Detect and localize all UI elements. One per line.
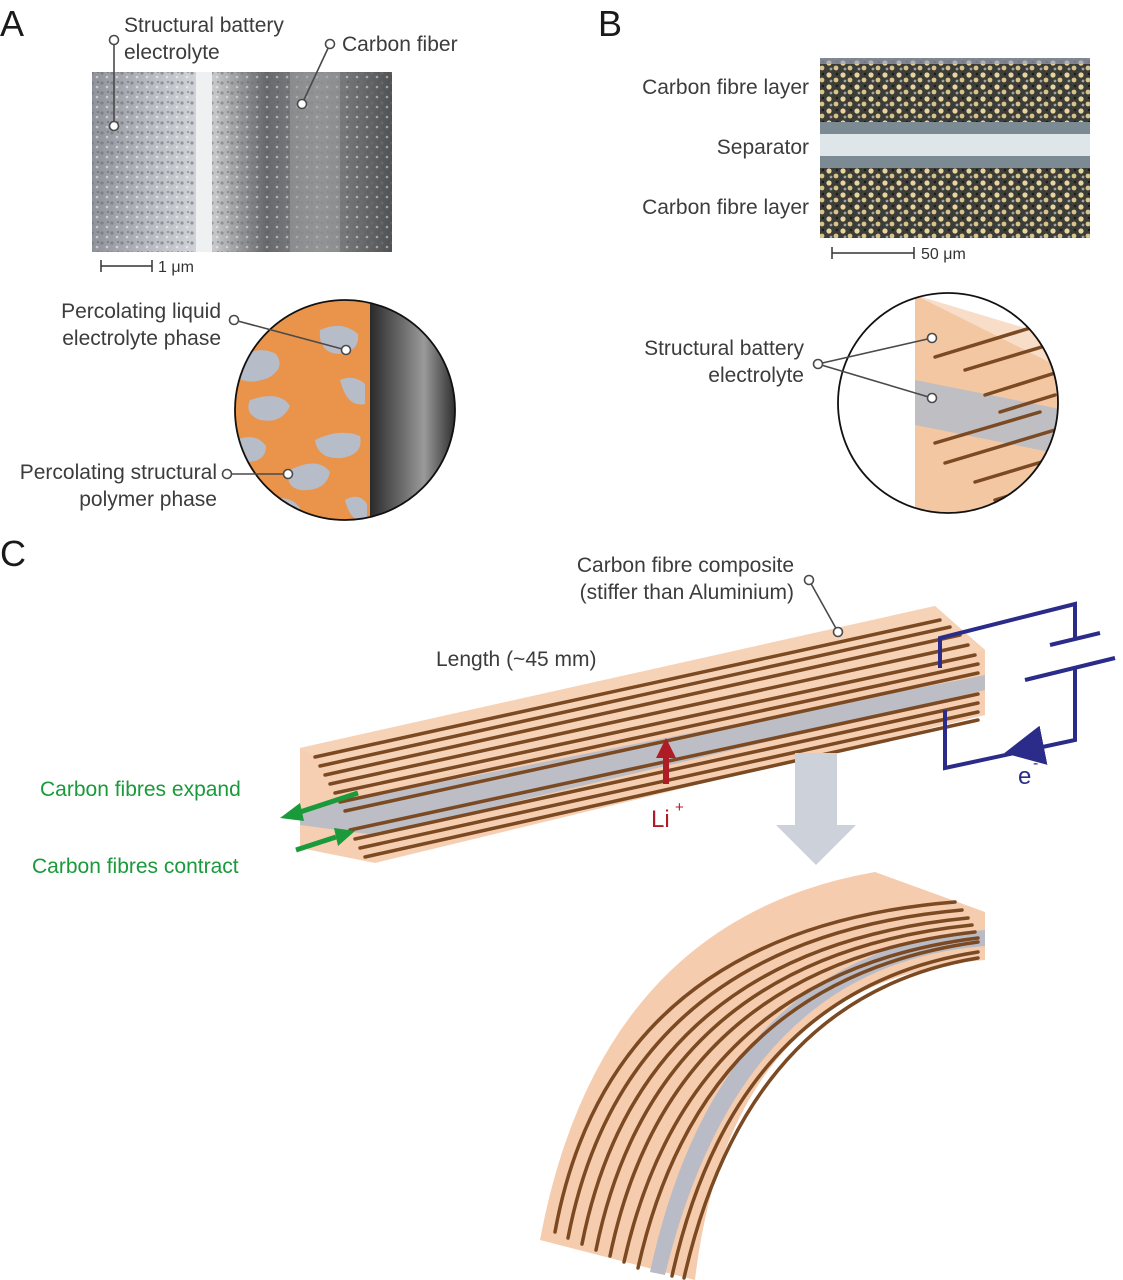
label-electrolyte-b: electrolyte	[708, 364, 804, 387]
marker-electrolyte-b-end-1	[926, 332, 938, 344]
marker-composite-start	[803, 574, 815, 586]
scale-bar-a-label: 1 μm	[158, 259, 194, 276]
scale-bar-b-label: 50 μm	[921, 246, 966, 263]
panel-b-letter: B	[598, 3, 622, 44]
label-separator: Separator	[717, 136, 809, 159]
label-polymer-phase: polymer phase	[79, 488, 217, 511]
panel-a-letter: A	[0, 3, 24, 44]
scale-bar-b: 50 μm	[831, 246, 966, 263]
marker-electrolyte-b-end-2	[926, 392, 938, 404]
label-electrolyte-a: electrolyte	[124, 41, 220, 64]
label-li-superscript: +	[675, 799, 684, 816]
panel-b: B Carbon fibre layer Separator Carbon fi…	[598, 3, 1090, 514]
panel-b-schematic-circle	[837, 292, 1059, 514]
straight-laminate	[300, 606, 985, 863]
panel-c-letter: C	[0, 533, 26, 574]
marker-carbon-fiber-top	[324, 38, 336, 50]
marker-liquid-phase-start	[228, 314, 240, 326]
expand-arrow	[280, 790, 359, 821]
bent-laminate	[540, 872, 985, 1280]
label-structural-battery-b: Structural battery	[644, 337, 804, 360]
label-length: Length (~45 mm)	[436, 648, 597, 671]
label-electron-superscript: -	[1033, 755, 1038, 772]
scale-bar-a: 1 μm	[100, 259, 194, 276]
marker-polymer-phase-end	[282, 468, 294, 480]
panel-c: C Carbon fibre composite (stiffer than A…	[0, 533, 1116, 1280]
marker-polymer-phase-start	[221, 468, 233, 480]
marker-composite-end	[832, 626, 844, 638]
label-structural-battery-a: Structural battery	[124, 14, 284, 37]
panel-a-sem-image	[92, 72, 392, 252]
label-electron: e	[1018, 763, 1031, 790]
panel-a-schematic-circle	[234, 299, 456, 521]
marker-liquid-phase-end	[340, 344, 352, 356]
marker-electrolyte-b-start	[812, 358, 824, 370]
li-ion-arrow	[656, 738, 676, 784]
leader-electrolyte-b	[817, 337, 933, 399]
leader-liquid-phase	[233, 319, 347, 351]
label-stiffer-than-aluminium: (stiffer than Aluminium)	[580, 581, 794, 604]
marker-carbon-fiber-bottom	[296, 98, 308, 110]
panel-b-micrograph	[820, 58, 1090, 238]
bend-arrow	[776, 753, 856, 865]
leader-composite	[808, 579, 839, 633]
leader-carbon-fiber	[301, 43, 331, 105]
contract-arrow	[295, 828, 355, 853]
marker-electrolyte-a-bottom	[108, 120, 120, 132]
external-circuit	[938, 601, 1116, 771]
label-fibres-contract: Carbon fibres contract	[32, 855, 239, 878]
label-electrolyte-phase: electrolyte phase	[62, 327, 221, 350]
label-percolating-liquid: Percolating liquid	[61, 300, 221, 323]
panel-a: A Structural battery electrolyte Carbon …	[0, 3, 458, 521]
marker-electrolyte-a-top	[108, 34, 120, 46]
label-fibres-expand: Carbon fibres expand	[40, 778, 241, 801]
label-carbon-fibre-composite: Carbon fibre composite	[577, 554, 794, 577]
label-top-fibre-layer: Carbon fibre layer	[642, 76, 809, 99]
label-bottom-fibre-layer: Carbon fibre layer	[642, 196, 809, 219]
label-percolating-structural: Percolating structural	[20, 461, 217, 484]
label-carbon-fiber: Carbon fiber	[342, 33, 458, 56]
label-li: Li	[651, 806, 670, 833]
